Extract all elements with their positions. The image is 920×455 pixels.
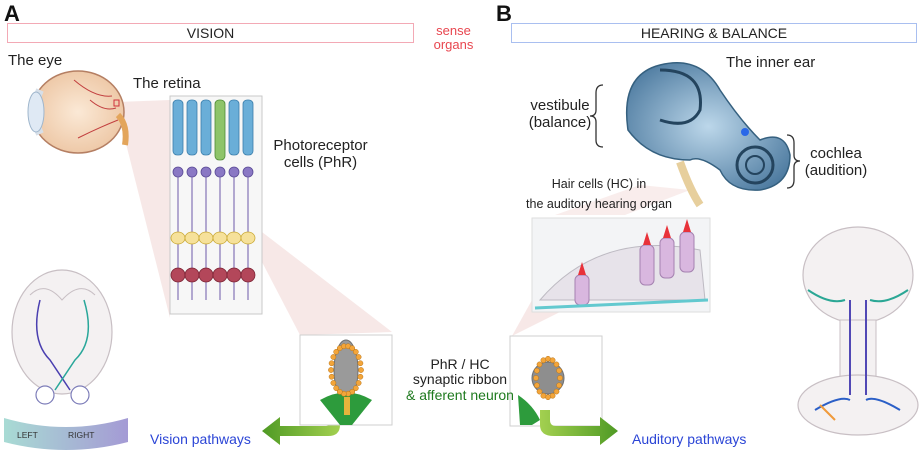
vision-pathway-arrow (262, 410, 340, 445)
synaptic-ribbon-label: PhR / HC synaptic ribbon & afferent neur… (400, 356, 520, 403)
retina-label: The retina (133, 75, 201, 92)
panel-a-letter: A (4, 1, 20, 26)
vision-title-box: VISION (7, 23, 414, 43)
auditory-brain-illustration (797, 226, 919, 436)
photoreceptor-line1: Photoreceptor (273, 137, 368, 154)
auditory-pathways-label: Auditory pathways (632, 431, 747, 447)
ear-zoom-cone (555, 185, 690, 215)
cochlea-line1: cochlea (810, 145, 862, 162)
vision-pathways-label: Vision pathways (150, 431, 251, 447)
hc-ribbon-panel (509, 335, 603, 427)
cochlea-line2: (audition) (804, 161, 868, 179)
vestibule-line2: (balance) (528, 113, 592, 131)
vestibule-line1: vestibule (530, 97, 590, 114)
eye-illustration (27, 70, 129, 154)
left-label: LEFT (17, 430, 38, 440)
phr-ribbon-panel (299, 334, 393, 426)
hair-cells-line1: Hair cells (HC) in (551, 177, 647, 191)
vestibule-brace (589, 84, 604, 148)
panel-b-letter: B (496, 1, 512, 26)
inner-ear-label: The inner ear (726, 54, 816, 71)
ribbon-line1: PhR / HC (430, 356, 490, 372)
cochlea-label: cochlea (audition) (801, 145, 871, 179)
auditory-pathway-arrow (540, 410, 618, 445)
retina-illustration (169, 95, 263, 315)
eye-label: The eye (8, 52, 63, 69)
photoreceptor-line2: cells (PhR) (283, 153, 358, 171)
hair-cell-illustration (531, 217, 711, 313)
retina-zoom-cone (262, 232, 392, 335)
ribbon-line3: & afferent neuron (406, 386, 514, 403)
cochlea-brace (786, 134, 801, 189)
sense-organs-label: sense organs (426, 23, 481, 53)
sense-label-line1: sense (436, 23, 471, 38)
vision-brain-illustration (4, 269, 128, 450)
photoreceptor-label: Photoreceptor cells (PhR) (263, 137, 378, 171)
ribbon-line2: synaptic ribbon (412, 371, 508, 388)
sense-label-line2: organs (433, 37, 474, 53)
hair-cells-label: Hair cells (HC) in the auditory hearing … (518, 174, 680, 214)
inner-ear-illustration (625, 62, 791, 208)
hearing-title-box: HEARING & BALANCE (511, 23, 917, 43)
eye-zoom-cone (118, 100, 170, 318)
vestibule-label: vestibule (balance) (527, 97, 593, 131)
hair-cells-line2: the auditory hearing organ (526, 197, 672, 211)
right-label: RIGHT (68, 430, 95, 440)
